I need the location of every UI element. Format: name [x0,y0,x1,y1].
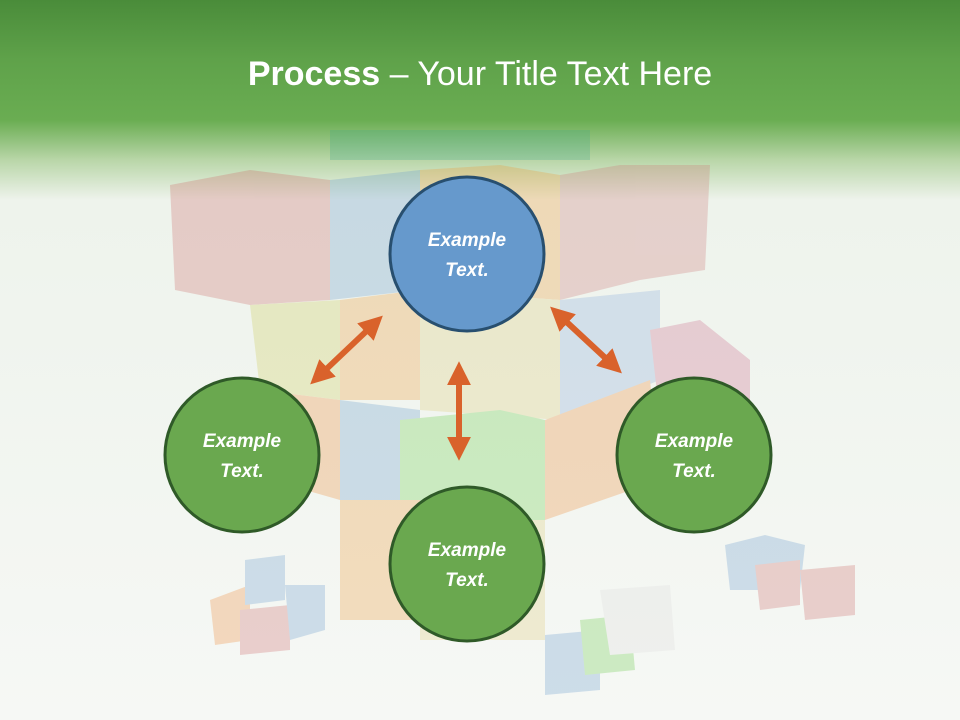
node-right-line2: Text. [672,461,716,482]
node-bottom-line2: Text. [445,570,489,591]
node-left-line2: Text. [220,461,264,482]
node-left-circle [163,376,321,534]
node-bottom-circle [388,485,546,643]
node-right-line1: Example [655,431,734,452]
arrow-top-right [550,306,622,374]
title-rest: – Your Title Text Here [380,55,713,93]
node-top-circle [388,175,546,333]
arrow-top-left [310,315,383,385]
node-bottom: Example Text. [388,485,546,643]
node-top-line2: Text. [445,260,489,281]
node-right-circle [615,376,773,534]
node-bottom-line1: Example [428,540,507,561]
node-left: Example Text. [163,376,321,534]
node-right: Example Text. [615,376,773,534]
node-left-line1: Example [203,431,282,452]
slide-title: Process – Your Title Text Here [0,52,960,96]
node-top: Example Text. [388,175,546,333]
title-bold: Process [247,55,381,93]
node-top-line1: Example [428,230,507,251]
